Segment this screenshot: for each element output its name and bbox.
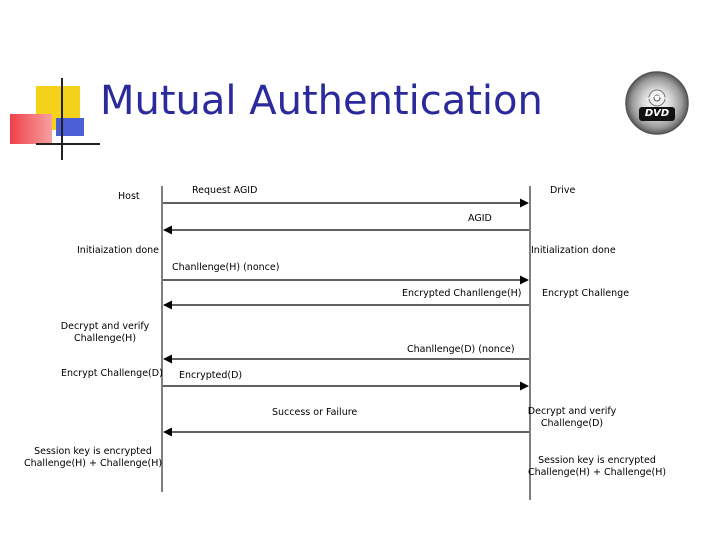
host-note-decrypt-line1: Decrypt and verify [60, 321, 150, 332]
host-note-decrypt-line2: Challenge(H) [73, 333, 137, 344]
dvd-logo-text: DVD [644, 108, 670, 119]
drive-note-encrypt: Encrypt Challenge [542, 288, 630, 299]
message-label-agid: AGID [468, 213, 492, 224]
message-label-success-failure: Success or Failure [272, 407, 358, 418]
message-label-encrypted-d: Encrypted(D) [179, 370, 243, 381]
host-note-session-line1: Session key is encrypted [34, 446, 152, 457]
drive-note-decrypt-line2: Challenge(D) [540, 418, 604, 429]
deco-horizontal-line [36, 143, 100, 145]
message-label-encrypted-challenge-h: Encrypted Chanllenge(H) [402, 288, 522, 299]
drive-note-session-line2: Challenge(H) + Challenge(H) [527, 467, 667, 478]
drive-label: Drive [550, 185, 576, 196]
page-title: Mutual Authentication [100, 78, 543, 124]
deco-square-blue [56, 118, 84, 136]
deco-square-red [10, 114, 52, 144]
host-note-init: Initiaization done [77, 245, 160, 256]
message-label-challenge-d: Chanllenge(D) (nonce) [407, 344, 515, 355]
drive-note-init: Initialization done [531, 245, 616, 256]
drive-note-session-line1: Session key is encrypted [538, 455, 656, 466]
drive-note-decrypt-line1: Decrypt and verify [527, 406, 617, 417]
host-note-encrypt: Encrypt Challenge(D) [61, 368, 163, 379]
message-label-request-agid: Request AGID [192, 185, 258, 196]
dvd-logo: DVD [624, 70, 690, 136]
deco-vertical-line [61, 78, 63, 160]
dvd-disc-icon [625, 71, 689, 135]
message-label-challenge-h: Chanllenge(H) (nonce) [172, 262, 280, 273]
host-note-session-line2: Challenge(H) + Challenge(H) [23, 458, 163, 469]
host-label: Host [118, 191, 140, 202]
